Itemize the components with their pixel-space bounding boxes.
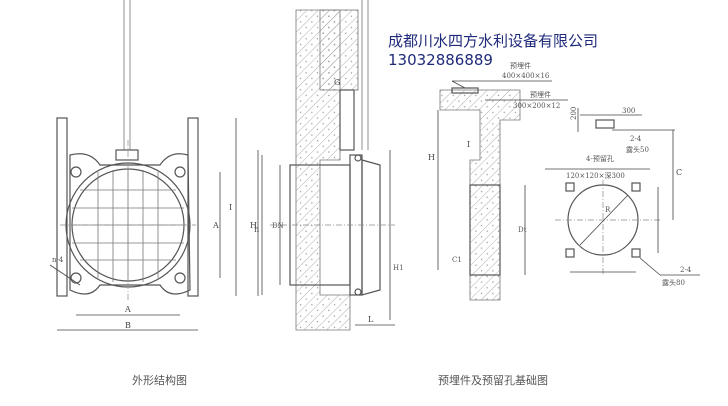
holes-count: 4-预留孔 xyxy=(586,154,614,163)
foundation-view: 预埋件 400×400×16 预埋件 300×200×12 H I C1 Dt … xyxy=(428,61,700,387)
bolt-label: n-4 xyxy=(52,256,64,264)
dim-a2-label: A xyxy=(212,221,219,230)
dim-i-label-right: I xyxy=(467,140,470,149)
company-phone: 13032886889 xyxy=(388,51,493,69)
anchor-bottom-count: 2-4 xyxy=(680,266,692,274)
dim-b-label: B xyxy=(125,321,131,330)
dim-h-label: H xyxy=(250,221,257,230)
embed1-title: 预埋件 xyxy=(510,61,531,70)
left-caption: 外形结构图 xyxy=(132,373,187,387)
gate-front-view: n-4 A B A I H 外形结构图 xyxy=(49,0,259,387)
embed2-title: 预埋件 xyxy=(530,90,551,99)
holes-size: 120×120×深300 xyxy=(566,171,625,180)
dim-dt-label: Dt xyxy=(518,226,527,234)
embed2-size: 300×200×12 xyxy=(513,102,560,110)
dim-l-label: L xyxy=(368,315,374,324)
anchor-top-count: 2-4 xyxy=(630,135,642,143)
anchor-bottom-note: 露头80 xyxy=(662,278,685,287)
dim-a-label: A xyxy=(124,305,131,314)
dim-h1-label: H1 xyxy=(393,264,404,272)
dim-h-label-right: H xyxy=(428,153,435,162)
dim-g-label: G xyxy=(334,78,340,87)
dim-200-label: 200 xyxy=(570,107,578,120)
anchor-top-note: 露头50 xyxy=(626,145,649,154)
company-name: 成都川水四方水利设备有限公司 xyxy=(388,32,599,50)
dim-r-label: R xyxy=(605,206,611,214)
company-watermark: 成都川水四方水利设备有限公司 13032886889 xyxy=(388,32,598,70)
dim-c1-label: C1 xyxy=(452,256,462,264)
right-caption: 预埋件及预留孔基础图 xyxy=(438,374,548,387)
dim-c-label: C xyxy=(676,168,682,177)
gate-side-section: G DN h L H1 xyxy=(254,0,404,331)
embed1-size: 400×400×16 xyxy=(502,72,550,80)
dim-300-label: 300 xyxy=(622,107,635,115)
dim-h-small-label: h xyxy=(254,225,259,234)
dim-dn-label: DN xyxy=(272,222,284,230)
dim-i-label: I xyxy=(229,203,232,212)
